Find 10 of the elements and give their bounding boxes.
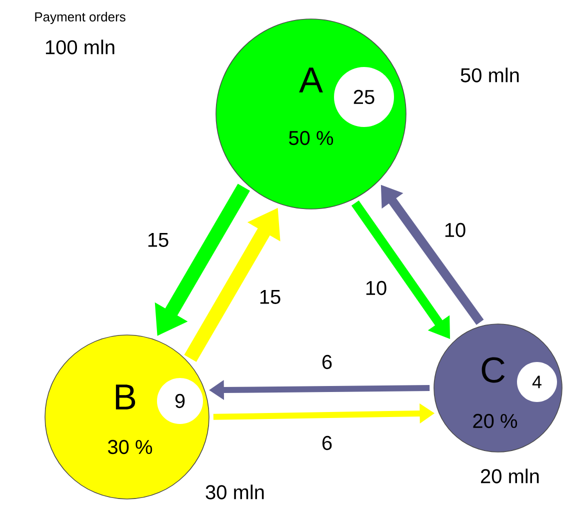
- edge-label: 6: [320, 434, 334, 452]
- edge-label: 15: [258, 289, 282, 305]
- volume-label: 20 mln: [480, 468, 539, 484]
- edge-label: 6: [320, 354, 334, 370]
- caption-text: 100 mln: [46, 40, 114, 54]
- edge-label: 15: [146, 232, 170, 248]
- edge-label: 10: [364, 280, 388, 296]
- caption-text: Payment orders: [35, 12, 126, 24]
- volume-label: 50 mln: [460, 68, 519, 82]
- edge-label: 10: [442, 222, 468, 238]
